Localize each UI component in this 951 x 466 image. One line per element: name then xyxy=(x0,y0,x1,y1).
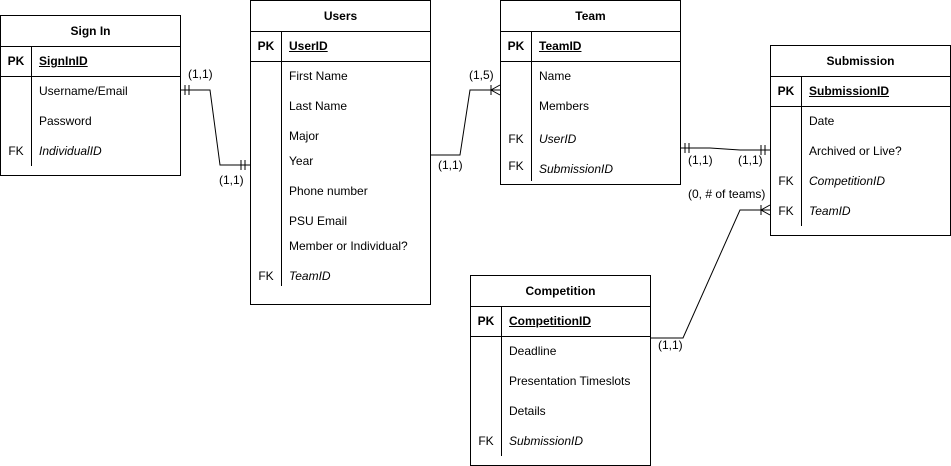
submission-fk: CompetitionID xyxy=(809,174,886,188)
cardinality-label: (1,5) xyxy=(469,68,494,82)
fk-label: FK xyxy=(778,174,794,188)
competition-submission-connector xyxy=(651,209,770,339)
submission-title: Submission xyxy=(771,46,950,77)
users-entity: Users PK UserID First Name Last Name Maj… xyxy=(250,0,431,305)
signin-attr-password: Password xyxy=(39,114,92,128)
team-attr: Members xyxy=(539,99,590,113)
cardinality-label: (1,1) xyxy=(688,153,713,167)
cardinality-label: (0, # of teams) xyxy=(688,187,766,201)
submission-pk: SubmissionID xyxy=(809,84,890,98)
submission-attr: Archived or Live? xyxy=(809,144,902,158)
competition-attr: Details xyxy=(509,404,546,418)
competition-title: Competition xyxy=(471,276,650,307)
fk-label: FK xyxy=(508,132,524,146)
competition-pk: CompetitionID xyxy=(509,314,591,328)
key-divider xyxy=(801,76,802,226)
team-fk: SubmissionID xyxy=(539,162,614,176)
team-submission-connector xyxy=(681,147,770,151)
team-pk-row: PK TeamID xyxy=(501,31,680,62)
submission-fk: TeamID xyxy=(809,204,851,218)
key-divider xyxy=(501,306,502,456)
pk-label: PK xyxy=(477,314,495,328)
signin-title: Sign In xyxy=(1,16,180,47)
fk-label: FK xyxy=(778,204,794,218)
cardinality-label: (1,1) xyxy=(438,158,463,172)
users-attr: Major xyxy=(289,129,320,143)
pk-label: PK xyxy=(7,54,25,68)
competition-fk: SubmissionID xyxy=(509,434,584,448)
users-pk: UserID xyxy=(289,39,328,53)
fk-label: FK xyxy=(478,434,494,448)
pk-label: PK xyxy=(507,39,525,53)
fk-label: FK xyxy=(508,159,524,173)
key-divider xyxy=(281,31,282,286)
competition-pk-row: PK CompetitionID xyxy=(471,306,650,337)
fk-label: FK xyxy=(8,144,24,158)
cardinality-label: (1,1) xyxy=(658,338,683,352)
users-attr: Year xyxy=(289,154,314,168)
team-entity: Team PK TeamID Name Members FK UserID FK… xyxy=(500,0,681,185)
pk-label: PK xyxy=(777,84,795,98)
fk-label: FK xyxy=(258,269,274,283)
users-team-connector xyxy=(431,89,500,156)
users-attr: First Name xyxy=(289,69,348,83)
competition-attr: Presentation Timeslots xyxy=(509,374,631,388)
submission-pk-row: PK SubmissionID xyxy=(771,76,950,107)
pk-label: PK xyxy=(257,39,275,53)
users-attr: Phone number xyxy=(289,184,368,198)
competition-entity: Competition PK CompetitionID Deadline Pr… xyxy=(470,275,651,466)
cardinality-label: (1,1) xyxy=(219,173,244,187)
submission-attr: Date xyxy=(809,114,835,128)
users-pk-row: PK UserID xyxy=(251,31,430,62)
users-attr: PSU Email xyxy=(289,214,348,228)
users-attr: Member or Individual? xyxy=(289,239,408,253)
cardinality-label: (1,1) xyxy=(188,67,213,81)
competition-attr: Deadline xyxy=(509,344,557,358)
key-divider xyxy=(531,31,532,181)
signin-attr-username: Username/Email xyxy=(39,84,128,98)
users-title: Users xyxy=(251,1,430,32)
team-title: Team xyxy=(501,1,680,32)
team-attr: Name xyxy=(539,69,572,83)
users-fk: TeamID xyxy=(289,269,331,283)
signin-fk: IndividualID xyxy=(39,144,102,158)
team-pk: TeamID xyxy=(539,39,582,53)
signin-pk-row: PK SignInID xyxy=(1,46,180,77)
team-fk: UserID xyxy=(539,132,577,146)
submission-entity: Submission PK SubmissionID Date Archived… xyxy=(770,45,951,236)
cardinality-label: (1,1) xyxy=(738,153,763,167)
signin-pk: SignInID xyxy=(39,54,88,68)
key-divider xyxy=(31,46,32,166)
signin-entity: Sign In PK SignInID Username/Email Passw… xyxy=(0,15,181,176)
users-attr: Last Name xyxy=(289,99,348,113)
signin-users-connector xyxy=(181,89,250,166)
